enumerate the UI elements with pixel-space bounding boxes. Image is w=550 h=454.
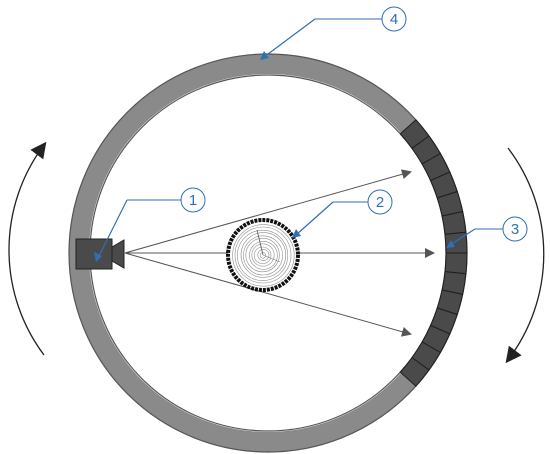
- log-growth-ring: [232, 224, 295, 287]
- camera-source: [75, 238, 125, 270]
- callout-2-label: 2: [376, 194, 384, 211]
- callout-3-circle: [502, 216, 528, 242]
- beam-lower: [124, 252, 412, 337]
- callout-4: 4: [260, 6, 407, 60]
- log-growth-ring: [234, 226, 292, 284]
- callout-4-circle: [381, 6, 407, 32]
- callout-3: 3: [446, 216, 528, 248]
- callout-4-label: 4: [390, 11, 398, 28]
- detector-segment: [444, 252, 468, 275]
- detector-segment: [441, 211, 467, 235]
- detector-segment: [444, 231, 468, 254]
- camera-lens: [111, 239, 125, 269]
- detector-array: [399, 119, 468, 387]
- log-growth-ring: [251, 243, 275, 267]
- camera-body: [75, 238, 113, 270]
- rotation-arrow-right: [505, 147, 545, 364]
- log-growth-ring: [257, 249, 270, 261]
- callout-1-label: 1: [189, 192, 197, 209]
- detector-segment: [399, 356, 430, 387]
- log-cross-section: [226, 218, 300, 292]
- log-crack: [256, 229, 264, 256]
- log-growth-ring: [243, 235, 283, 276]
- callout-1: 1: [94, 187, 206, 262]
- log-growth-ring: [240, 232, 287, 278]
- log-growth-ring: [237, 229, 289, 281]
- callout-2: 2: [292, 189, 393, 238]
- callout-2-circle: [367, 189, 393, 215]
- rotation-arrow-left: [8, 141, 47, 356]
- log-growth-ring: [259, 252, 267, 259]
- log-growth-ring: [249, 241, 278, 270]
- log-growth-ring: [245, 237, 280, 273]
- beam-upper: [124, 169, 412, 254]
- log-growth-ring: [253, 246, 272, 265]
- callout-1-circle: [180, 187, 206, 213]
- log-crack-2: [262, 254, 281, 263]
- callout-3-label: 3: [511, 221, 519, 238]
